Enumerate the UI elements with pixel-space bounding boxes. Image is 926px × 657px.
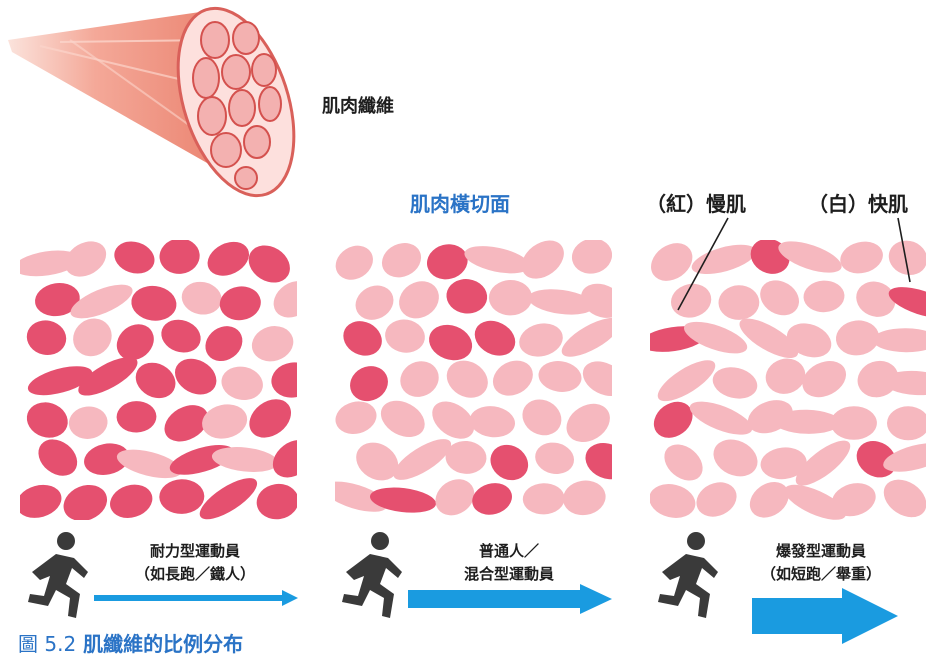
fast-twitch-fiber (831, 406, 877, 440)
figure-number: 圖 5.2 (18, 632, 76, 656)
endurance-line2: （如長跑／鐵人） (100, 563, 290, 586)
mixed-cross-section (335, 240, 612, 520)
explosive-line2: （如短跑／舉重） (726, 563, 916, 586)
endurance-athlete-label: 耐力型運動員 （如長跑／鐵人） (100, 540, 290, 586)
runner-icon (336, 528, 408, 624)
muscle-fiber-label: 肌肉纖維 (322, 92, 394, 118)
figure-caption: 圖 5.2 肌纖維的比例分布 (18, 628, 243, 657)
runner-icon (652, 528, 724, 624)
explosive-athlete-label: 爆發型運動員 （如短跑／舉重） (726, 540, 916, 586)
mixed-line1: 普通人／ (414, 540, 604, 563)
cross-section-label: 肌肉橫切面 (410, 188, 510, 217)
label-pointer-lines (640, 210, 926, 330)
endurance-line1: 耐力型運動員 (100, 540, 290, 563)
arrow-icon (94, 588, 300, 608)
figure-title: 肌纖維的比例分布 (83, 632, 243, 656)
muscle-bundle-illustration (0, 0, 300, 205)
arrow-icon (408, 584, 612, 614)
arrow-icon (752, 588, 898, 644)
mixed-athlete-label: 普通人／ 混合型運動員 (414, 540, 604, 586)
mixed-line2: 混合型運動員 (414, 563, 604, 586)
runner-icon (22, 528, 94, 624)
explosive-line1: 爆發型運動員 (726, 540, 916, 563)
endurance-cross-section (20, 240, 297, 520)
